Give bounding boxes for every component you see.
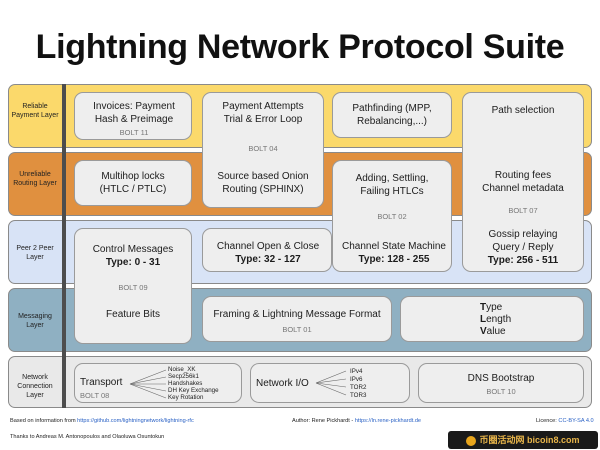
invoices-title: Invoices: Payment Hash & Preimage [93,101,175,125]
tlv-type: Type [480,302,503,313]
transport-item: Secp256k1 [168,373,199,380]
gossip-title: Gossip relaying Query / Reply [488,229,558,253]
layer-label-payment: Reliable Payment Layer [11,103,59,119]
dns-box [418,363,584,403]
layer-label-p2p: Peer 2 Peer Layer [16,245,54,261]
state-machine-title: Channel State Machine [342,241,446,252]
control-messages-types: Type: 0 - 31 [105,257,161,268]
framing-title: Framing & Lightning Message Format [213,309,381,320]
pathfinding-title: Pathfinding (MPP, Rebalancing,...) [352,103,432,127]
state-machine-types: Type: 128 - 255 [358,254,430,265]
htlcs-box [332,160,452,272]
network-io-title: Network I/O [256,378,309,389]
channel-open-types: Type: 32 - 127 [235,254,301,265]
layer-divider-bar [62,84,66,408]
payment-attempts-bolt: BOLT 04 [248,144,278,153]
tlv-value: Value [480,326,506,337]
transport-item: DH Key Exchange [168,387,219,394]
watermark-badge: 币圈活动网 bicoin8.com [448,431,598,449]
multihop-title: Multihop locks (HTLC / PTLC) [99,171,167,195]
multihop-box [74,160,192,206]
coin-icon [466,435,477,446]
footer-author: Author: Rene Pickhardt - https://ln.rene… [292,418,422,424]
layer-label-messaging: Messaging Layer [18,313,52,329]
htlcs-bolt: BOLT 02 [377,212,407,221]
layer-label-routing: Unreliable Routing Layer [13,171,57,187]
channel-open-box [202,228,332,272]
path-selection-box [462,92,584,272]
channel-open-title: Channel Open & Close [216,241,320,252]
onion-routing-title: Source based Onion Routing (SPHINX) [217,171,309,195]
footer-license: Licence: CC-BY-SA 4.0 [536,418,594,424]
dns-title: DNS Bootstrap [467,373,535,384]
pathfinding-box [332,92,452,138]
dns-bolt: BOLT 10 [486,387,516,396]
routing-fees-title: Routing fees Channel metadata [482,170,564,194]
path-selection-bolt: BOLT 07 [508,206,538,215]
payment-attempts-title: Payment Attempts Trial & Error Loop [222,101,304,125]
network-io-item: IPv4 [350,368,363,375]
gossip-types: Type: 256 - 511 [487,255,559,266]
footer-author-link[interactable]: https://ln.rene-pickhardt.de [354,418,422,424]
framing-bolt: BOLT 01 [282,325,312,334]
transport-item: Noise_XK [168,366,196,373]
transport-title: Transport [80,377,123,388]
framing-box [202,296,392,342]
control-messages-title: Control Messages [92,244,174,255]
transport-bolt: BOLT 08 [80,391,110,400]
footer-info: Based on information from https://github… [10,418,194,424]
network-io-box [250,363,410,403]
layer-label-network: Network Connection Layer [17,374,53,399]
network-io-connectors [315,370,347,396]
tlv-length: Length [480,314,512,325]
network-io-item: IPv6 [350,376,363,383]
transport-box [74,363,242,403]
path-selection-title: Path selection [491,105,555,116]
transport-item: Handshakes [168,380,203,387]
network-io-item: TOR2 [350,384,367,391]
transport-item: Key Rotation [168,394,204,401]
invoices-bolt: BOLT 11 [119,128,149,137]
invoices-box [74,92,192,140]
control-messages-box [74,228,192,344]
footer-thanks: Thanks to Andreas M. Antonopoulos and Ol… [10,434,165,440]
control-messages-bolt: BOLT 09 [118,283,148,292]
page-title: Lightning Network Protocol Suite [35,28,565,66]
feature-bits-title: Feature Bits [106,309,160,320]
tlv-box [400,296,584,342]
footer-info-link[interactable]: https://github.com/lightningnetwork/ligh… [77,418,194,424]
payment-attempts-box [202,92,324,208]
transport-connectors [129,369,167,399]
htlcs-title: Adding, Settling, Failing HTLCs [355,173,429,197]
network-io-item: TOR3 [350,392,367,399]
footer-license-link[interactable]: CC-BY-SA 4.0 [558,418,594,424]
